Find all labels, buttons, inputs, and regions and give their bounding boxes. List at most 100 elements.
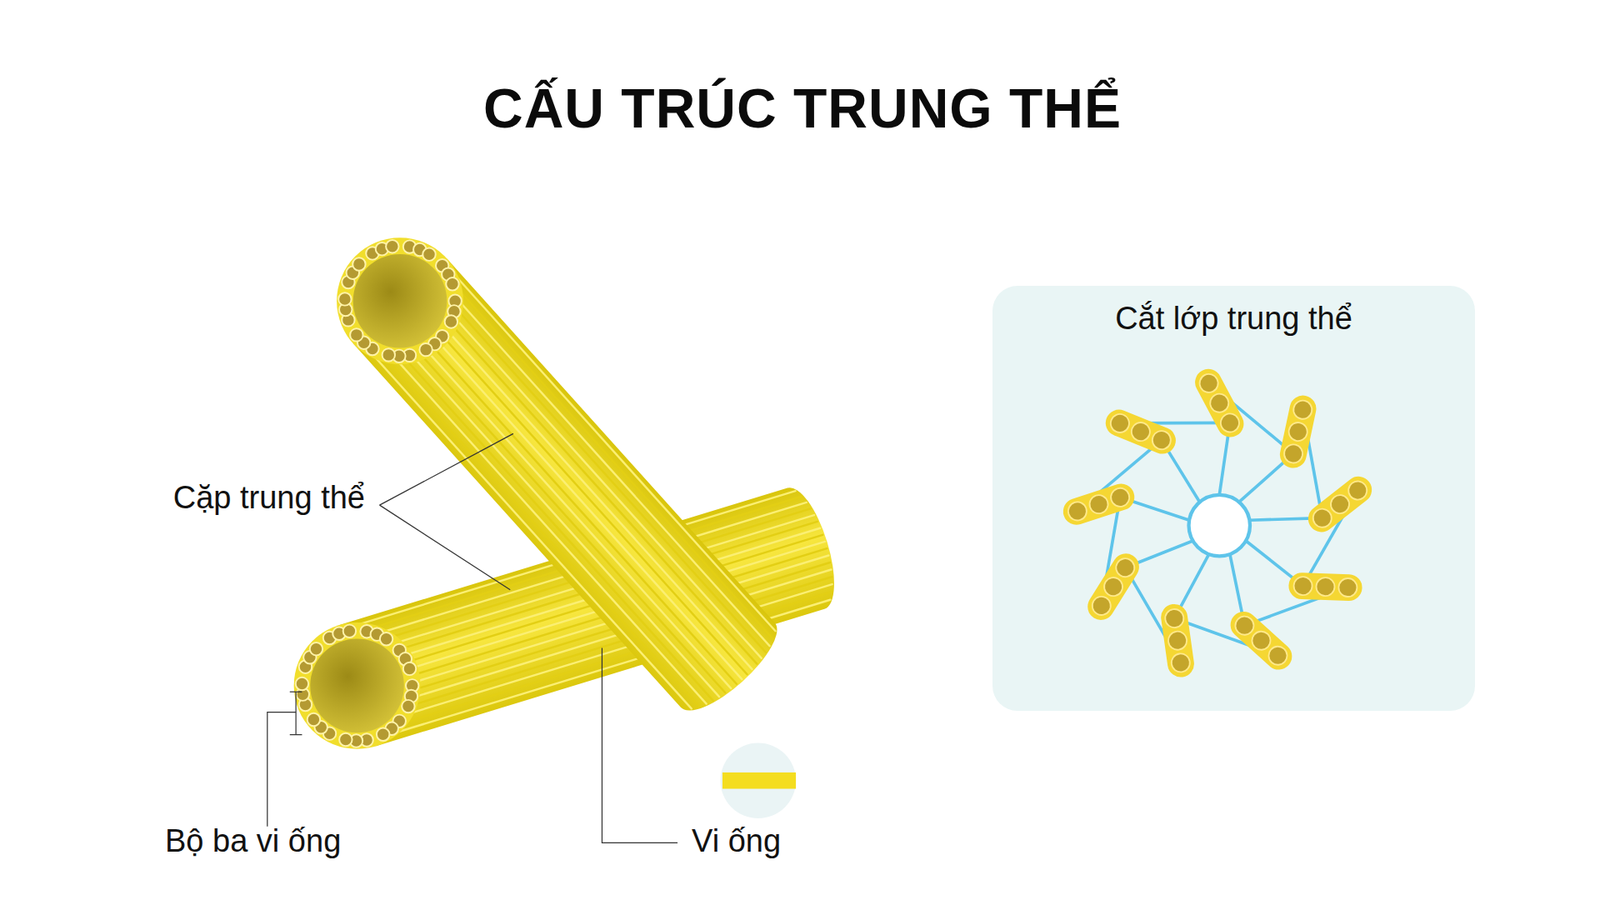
- microtubule-end: [350, 734, 363, 747]
- spoke-line: [1219, 422, 1230, 495]
- triplet-tubule: [1170, 652, 1191, 674]
- microtubule-stripe: [390, 310, 731, 689]
- triplet-capsule: [1060, 480, 1139, 529]
- spoke-line: [1161, 440, 1200, 502]
- triplet-tubule: [1108, 411, 1133, 436]
- triplet: [1302, 470, 1377, 537]
- microtubule-stripe: [416, 285, 757, 664]
- microtubule-end: [376, 728, 390, 741]
- microtubule-end: [441, 267, 455, 280]
- triplet: [1060, 480, 1139, 529]
- microtubule-end: [299, 660, 312, 673]
- microtubule-stripe: [350, 521, 818, 665]
- triplet-tubule: [1167, 630, 1189, 651]
- leader-line: [601, 648, 678, 844]
- microtubule-end: [403, 349, 416, 362]
- leader-line: [380, 433, 514, 505]
- triplet-capsule: [1101, 405, 1180, 459]
- microtubule-end: [365, 246, 379, 260]
- triplet: [1159, 602, 1196, 680]
- microtubule-end: [445, 315, 458, 328]
- triplet-capsule: [1302, 470, 1377, 537]
- cylinder-end: [294, 622, 421, 750]
- cylinder-lumen: [353, 254, 448, 349]
- microtubule-stripe: [363, 562, 830, 705]
- microtubule-end: [385, 240, 399, 253]
- microtubule-end: [352, 257, 365, 270]
- microtubule-stripe: [400, 300, 742, 680]
- microtubule-end: [375, 242, 389, 255]
- triplet-tubule: [1291, 399, 1314, 421]
- cross-section-panel: Cắt lớp trung thể: [992, 285, 1475, 711]
- linker-line: [1174, 618, 1278, 656]
- triplet-tubule: [1196, 370, 1222, 396]
- microtubule-end: [310, 642, 323, 655]
- cylinder-lumen: [310, 639, 405, 734]
- microtubule-end: [393, 644, 406, 657]
- spoke-line: [1120, 497, 1190, 520]
- linker-line: [1303, 490, 1359, 586]
- microtubule-stripe: [363, 334, 700, 707]
- microtubule-stripe: [365, 570, 831, 713]
- microtubule-stripe: [369, 329, 707, 705]
- cylinder-end: [336, 237, 464, 365]
- triplet: [1082, 548, 1145, 625]
- microtubule-stripe: [405, 295, 747, 675]
- microtubule-end: [401, 700, 415, 713]
- spoke-line: [1230, 554, 1245, 625]
- microtubule-end: [346, 265, 360, 279]
- panel-heading: Cắt lớp trung thể: [992, 285, 1475, 337]
- triplet-tubule: [1287, 420, 1310, 443]
- triplet: [1288, 572, 1363, 602]
- cylinder-surface: [338, 481, 845, 747]
- microtubule-end: [403, 240, 416, 253]
- microtubule-end: [399, 652, 412, 665]
- triplet-tubule: [1265, 642, 1291, 669]
- cylinder-surface: [353, 258, 790, 724]
- microtubule-end: [392, 350, 405, 363]
- microtubule-end: [339, 733, 352, 746]
- microtubule-end: [422, 247, 435, 260]
- microtubule-stripe: [411, 290, 753, 670]
- microtubule-stripe: [344, 502, 807, 645]
- leader-line: [267, 712, 296, 827]
- triplet-capsule: [1277, 393, 1319, 471]
- microtubule-stripe: [385, 315, 725, 694]
- microtubule-end: [341, 313, 355, 326]
- microtubule-end: [413, 243, 426, 256]
- triplet: [1101, 405, 1180, 459]
- triplet-tubule: [1206, 390, 1232, 416]
- part-label: Cặp trung thể: [173, 480, 365, 516]
- microtubule-end: [357, 335, 370, 349]
- triplet-tubule: [1108, 485, 1132, 510]
- triplet-tubule: [1112, 555, 1138, 580]
- linker-line: [1125, 567, 1180, 663]
- triplet-tubule: [1293, 576, 1313, 596]
- microtubule-end: [323, 631, 336, 645]
- hub-circle: [1189, 495, 1250, 556]
- title: CẤU TRÚC TRUNG THỂ: [5, 76, 1600, 140]
- microtubule-stripe: [427, 276, 766, 653]
- triplet-tubule: [1089, 593, 1115, 619]
- microtubule-end: [380, 632, 393, 645]
- cylinder-body: [353, 258, 790, 724]
- triplet-tubule: [1345, 477, 1371, 504]
- microtubule-end: [447, 305, 460, 318]
- triplet: [1225, 605, 1298, 675]
- microtubule-end: [393, 715, 406, 728]
- microtubule-end: [338, 292, 351, 305]
- microtubule-stripe: [355, 535, 824, 679]
- linker-line: [1302, 410, 1322, 519]
- spoke-line: [1249, 518, 1322, 521]
- linker-line: [1077, 440, 1162, 511]
- microtubule-end: [295, 677, 309, 690]
- triplet-tubule: [1087, 492, 1111, 516]
- microtubule-end: [385, 722, 398, 735]
- spoke-line: [1125, 540, 1193, 568]
- microtubule-stripe: [421, 280, 761, 658]
- microtubule-stripe: [360, 555, 829, 700]
- triplet-tubule: [1231, 612, 1258, 639]
- centriole-cylinder: [336, 237, 790, 724]
- triplet-tubule: [1149, 428, 1174, 453]
- microtubule-end: [315, 720, 328, 734]
